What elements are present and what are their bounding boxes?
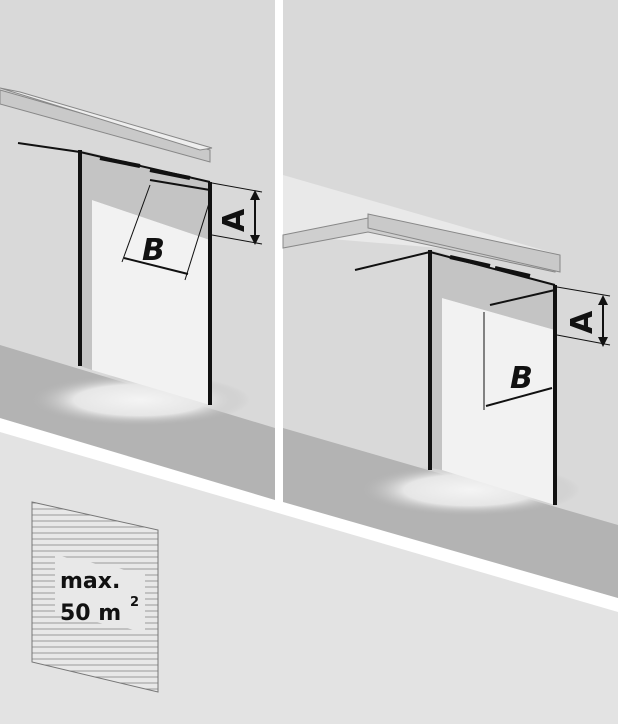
right-dimension-b-label: B — [510, 361, 533, 396]
panel-sign-line2: 50 m — [60, 601, 121, 626]
panel-divider — [275, 0, 283, 505]
door-panel-area-sign: max. 50 m 2 — [31, 501, 159, 693]
right-scene: A B — [282, 0, 618, 598]
left-scene: A B — [0, 0, 275, 500]
panel-sign-superscript: 2 — [130, 595, 139, 610]
ceiling — [283, 175, 560, 258]
panel-sign-line1: max. — [60, 569, 120, 594]
left-dimension-b-label: B — [142, 233, 165, 268]
ground-stripe — [0, 418, 618, 612]
left-dimension-a-label: A — [217, 208, 252, 232]
right-dimension-a-label: A — [565, 310, 600, 334]
